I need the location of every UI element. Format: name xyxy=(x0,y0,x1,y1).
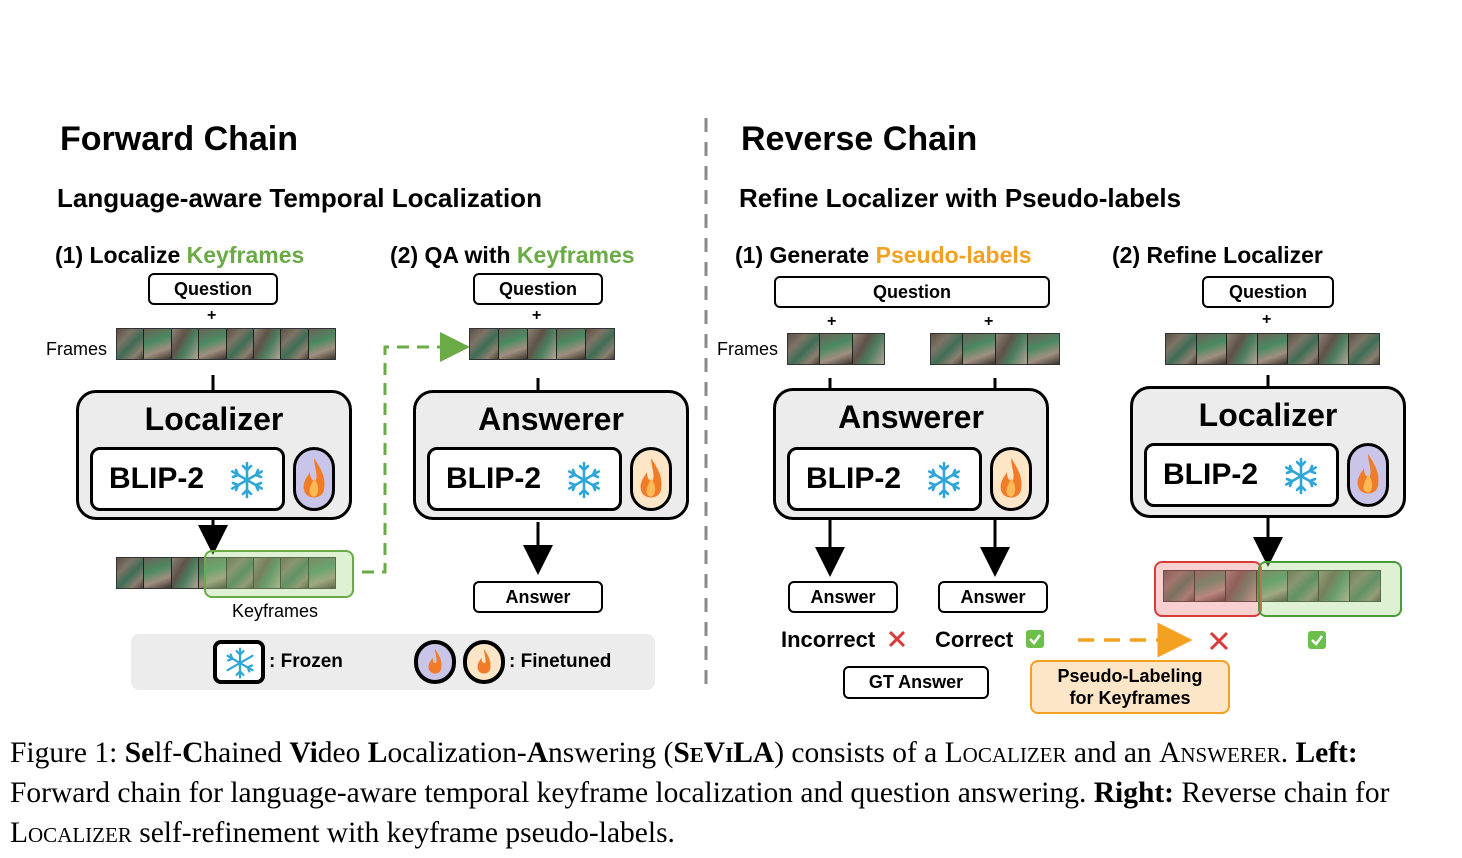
frames-strip xyxy=(930,333,1060,365)
blip2-model: BLIP-2 xyxy=(90,447,285,511)
negative-keyframes-highlight xyxy=(1154,561,1262,617)
localizer-title: Localizer xyxy=(1198,397,1338,433)
blip2-label: BLIP-2 xyxy=(1163,458,1259,491)
localizer-title: Localizer xyxy=(144,401,284,437)
plus-sign: + xyxy=(1262,311,1272,328)
answerer-title: Answerer xyxy=(478,401,624,437)
figure-caption: Figure 1: Self-Chained Video Localizatio… xyxy=(10,737,1390,849)
answerer-box: Answerer BLIP-2 xyxy=(773,388,1049,520)
frozen-legend-label: : Frozen xyxy=(269,651,343,672)
finetune-flame-icon xyxy=(990,447,1032,511)
question-box: Question xyxy=(774,276,1050,308)
pseudo-labeling-box: Pseudo-Labeling for Keyframes xyxy=(1030,660,1230,714)
question-box: Question xyxy=(473,273,603,305)
blip2-label: BLIP-2 xyxy=(109,462,205,495)
snowflake-icon xyxy=(226,647,254,679)
pseudo-labeled-frames-strip xyxy=(1163,570,1381,602)
answer-box: Answer xyxy=(788,581,898,613)
blip2-model: BLIP-2 xyxy=(787,447,982,511)
frames-strip xyxy=(787,333,885,365)
reverse-chain-subtitle: Refine Localizer with Pseudo-labels xyxy=(739,183,1182,213)
keyframes-label: Keyframes xyxy=(232,601,319,621)
forward-chain-title: Forward Chain xyxy=(60,120,299,158)
video-frames-strip xyxy=(116,328,336,360)
blip2-model: BLIP-2 xyxy=(1144,443,1339,507)
question-box: Question xyxy=(1202,276,1334,308)
answerer-title: Answerer xyxy=(838,399,984,435)
localizer-box: Localizer BLIP-2 xyxy=(1130,386,1406,518)
finetune-flame-icon xyxy=(630,447,672,511)
incorrect-verdict: Incorrect xyxy=(781,627,907,653)
positive-keyframes-highlight xyxy=(1258,561,1402,617)
step-qa-keyframes: (2) QA with Keyframes xyxy=(390,242,635,268)
step-localize-keyframes: (1) Localize Keyframes xyxy=(55,242,305,268)
answer-box: Answer xyxy=(938,581,1048,613)
step-generate-pseudo-labels: (1) Generate Pseudo-labels xyxy=(735,242,1032,268)
localized-frames-strip xyxy=(116,557,336,589)
snowflake-icon xyxy=(231,461,263,499)
selected-keyframes-highlight xyxy=(204,550,354,598)
legend: : Frozen : Finetuned xyxy=(131,634,655,690)
plus-sign: + xyxy=(827,313,837,330)
snowflake-icon xyxy=(1285,457,1317,495)
flame-icon xyxy=(414,640,456,684)
frames-label: Frames xyxy=(717,339,779,359)
flame-icon xyxy=(463,640,505,684)
cross-icon xyxy=(1209,631,1229,651)
finetune-flame-icon xyxy=(293,447,335,511)
finetune-flame-icon xyxy=(1347,443,1389,507)
cross-icon xyxy=(889,630,906,648)
plus-sign: + xyxy=(984,313,994,330)
blip2-label: BLIP-2 xyxy=(446,462,542,495)
finetuned-legend-label: : Finetuned xyxy=(509,651,612,672)
snowflake-icon xyxy=(568,461,600,499)
blip2-label: BLIP-2 xyxy=(806,462,902,495)
answerer-box: Answerer BLIP-2 xyxy=(413,390,689,520)
keyframes-strip xyxy=(469,328,615,360)
forward-chain-subtitle: Language-aware Temporal Localization xyxy=(57,183,542,213)
reverse-chain-title: Reverse Chain xyxy=(741,120,978,158)
gt-answer-box: GT Answer xyxy=(843,666,989,699)
question-box: Question xyxy=(148,273,278,305)
frames-strip xyxy=(1165,333,1380,365)
check-icon xyxy=(1308,631,1326,649)
snowflake-icon xyxy=(928,461,960,499)
correct-verdict: Correct xyxy=(935,627,1045,653)
localizer-box: Localizer BLIP-2 xyxy=(76,390,352,520)
step-refine-localizer: (2) Refine Localizer xyxy=(1112,242,1323,268)
answer-box: Answer xyxy=(473,581,603,613)
frames-label: Frames xyxy=(46,339,108,359)
plus-sign: + xyxy=(207,307,217,324)
plus-sign: + xyxy=(532,307,542,324)
check-icon xyxy=(1026,630,1045,648)
blip2-model: BLIP-2 xyxy=(427,447,622,511)
frozen-legend-icon xyxy=(213,640,265,684)
